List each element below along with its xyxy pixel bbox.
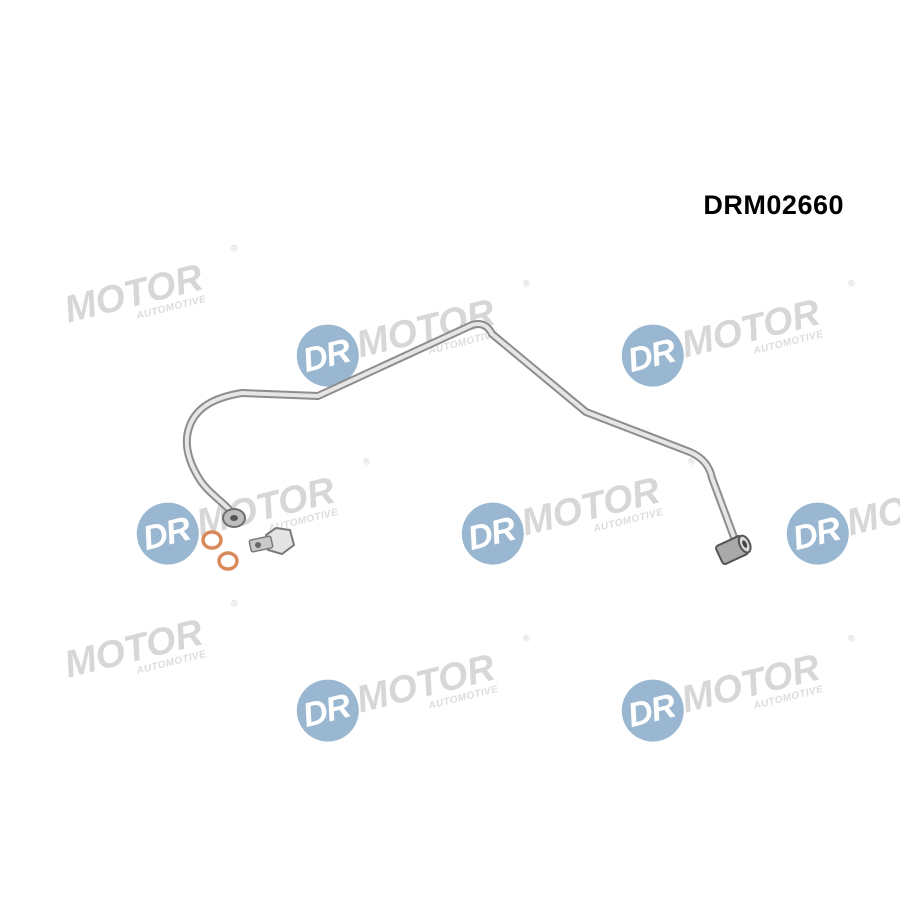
copper-washer-icon	[201, 530, 223, 550]
part-number: DRM02660	[703, 190, 844, 220]
copper-washer-icon	[217, 551, 239, 571]
banjo-bolt-icon	[248, 526, 296, 556]
pipe-nut-icon	[715, 534, 752, 565]
